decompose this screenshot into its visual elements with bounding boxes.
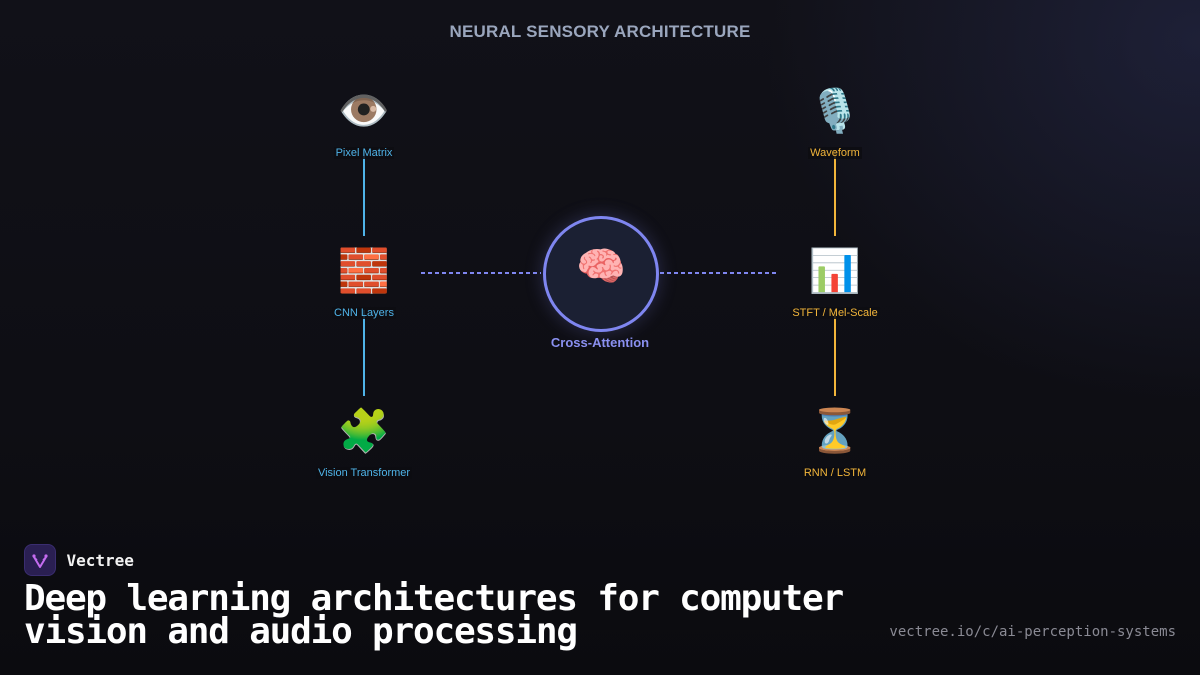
brain-icon: 🧠	[576, 245, 626, 289]
brand-name: Vectree	[66, 550, 134, 570]
source-url[interactable]: vectree.io/c/ai-perception-systems	[889, 624, 1176, 640]
vectree-logo-icon	[24, 544, 56, 576]
node-label: STFT / Mel-Scale	[790, 307, 880, 319]
cross-attention-node: 🧠	[543, 216, 659, 332]
puzzle-piece-icon: 🧩	[337, 407, 391, 454]
node-stft-mel-scale: 📊 STFT / Mel-Scale	[745, 244, 925, 320]
page-headline: Deep learning architectures for computer…	[24, 578, 844, 652]
hourglass-icon: ⏳	[808, 407, 862, 454]
node-waveform: 🎙️ Waveform	[745, 84, 925, 160]
node-cnn-layers: 🧱 CNN Layers	[274, 244, 454, 320]
node-label: Vision Transformer	[315, 467, 413, 479]
brand: Vectree	[24, 544, 134, 578]
cross-attention-label: Cross-Attention	[550, 335, 650, 350]
microphone-icon: 🎙️	[808, 87, 862, 134]
node-label: Waveform	[808, 147, 862, 159]
node-rnn-lstm: ⏳ RNN / LSTM	[745, 404, 925, 480]
diagram-title: NEURAL SENSORY ARCHITECTURE	[449, 22, 751, 41]
node-label: Pixel Matrix	[333, 147, 395, 159]
node-label: CNN Layers	[332, 307, 396, 319]
bar-chart-icon: 📊	[808, 247, 862, 294]
node-label: RNN / LSTM	[801, 467, 869, 479]
node-vision-transformer: 🧩 Vision Transformer	[274, 404, 454, 480]
bricks-icon: 🧱	[337, 247, 391, 294]
node-pixel-matrix: 👁️ Pixel Matrix	[274, 84, 454, 160]
eye-icon: 👁️	[337, 87, 391, 134]
